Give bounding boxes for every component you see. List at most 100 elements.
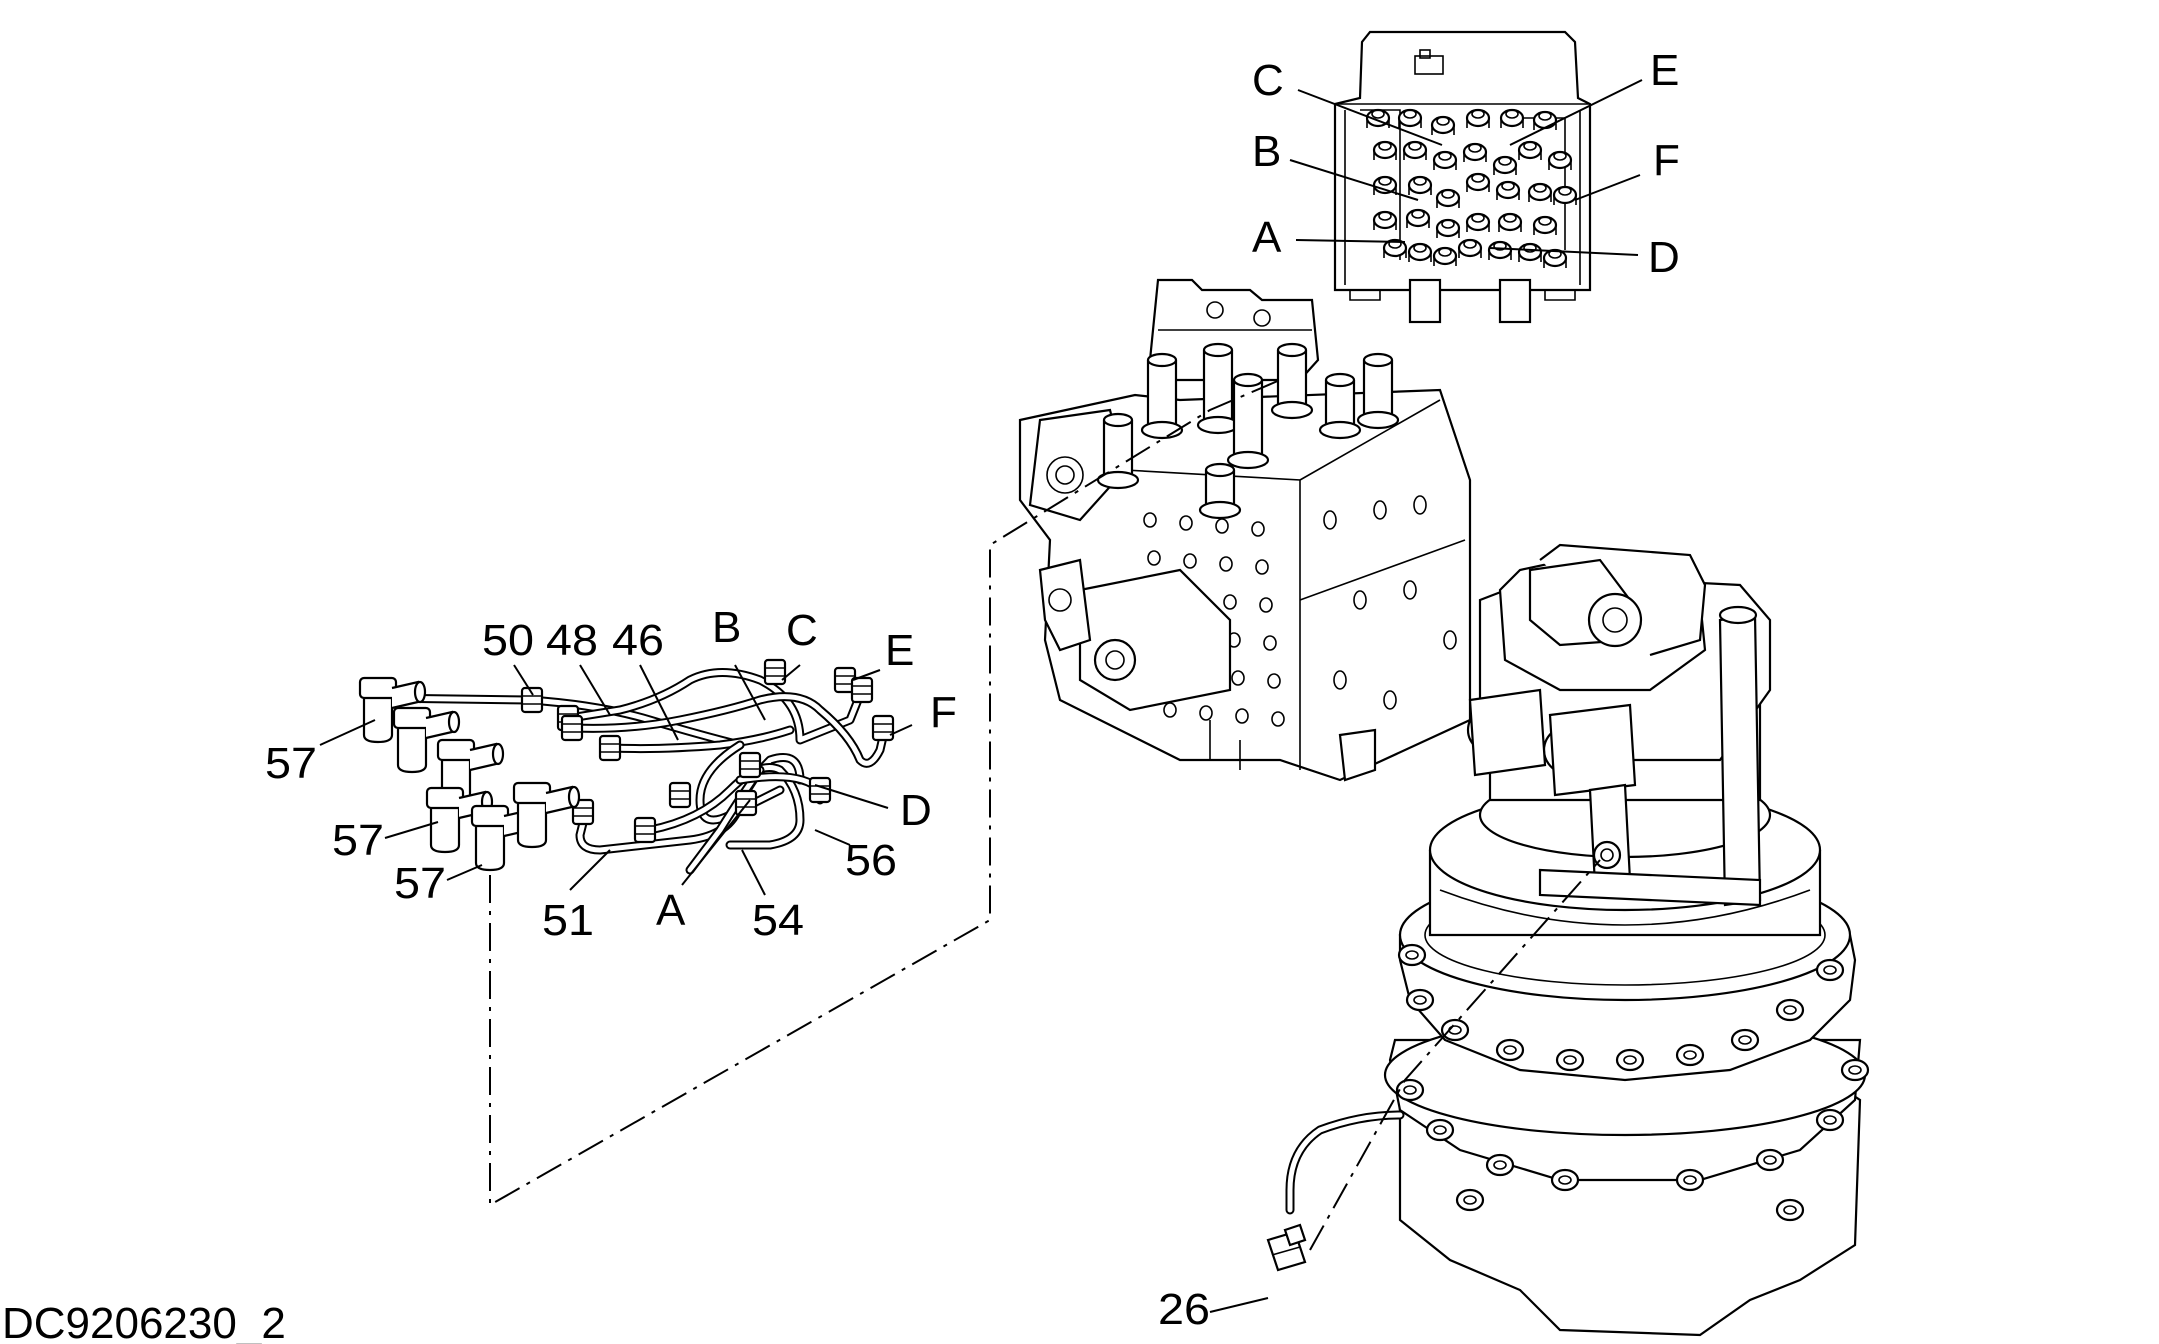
flange-bolt — [1395, 1078, 1425, 1102]
flange-bolt — [1615, 1048, 1645, 1072]
fitting-label-57-bottom: 57 — [394, 859, 446, 908]
pipe-label-54: 54 — [752, 896, 804, 945]
inset-port-fitting-body — [1496, 190, 1520, 200]
valve-spool — [1146, 360, 1178, 432]
flare-nut — [763, 658, 787, 686]
flange-bolt — [1485, 1153, 1515, 1177]
elbow-fitting-body — [516, 795, 548, 849]
inset-port-fitting-body — [1528, 192, 1552, 202]
flange-bolt — [1815, 958, 1845, 982]
flange-bolt-socket — [1403, 1085, 1417, 1095]
elbow-fitting-port — [567, 785, 581, 809]
pipe-label-48: 48 — [546, 616, 598, 665]
inset-port-fitting-cap — [1371, 109, 1385, 119]
valve-hole — [1403, 580, 1417, 600]
flare-nut — [633, 816, 657, 844]
valve-spool-base — [1096, 470, 1140, 490]
flange-bolt — [1550, 1168, 1580, 1192]
valve-spool-base — [1270, 400, 1314, 420]
valve-spool-cap — [1202, 342, 1234, 358]
flare-nut — [734, 789, 758, 817]
inset-port-fitting-body — [1383, 248, 1407, 258]
inset-port-fitting-body — [1366, 118, 1390, 128]
flare-nut-flats — [670, 790, 690, 800]
inset-port-fitting-cap — [1493, 241, 1507, 251]
flare-nut-flats — [852, 685, 872, 695]
flange-bolt — [1815, 1108, 1845, 1132]
flare-nut — [668, 781, 692, 809]
flange-bolt-socket — [1848, 1065, 1862, 1075]
inset-port-fitting-cap — [1388, 239, 1402, 249]
flange-bolt — [1675, 1043, 1705, 1067]
flare-nut-flats — [635, 825, 655, 835]
inset-port-fitting-cap — [1463, 239, 1477, 249]
flare-nut — [571, 798, 595, 826]
flare-nut-flats — [522, 695, 542, 705]
inset-port-fitting-cap — [1438, 151, 1452, 161]
fitting-label-57-top: 57 — [265, 739, 317, 788]
elbow-fitting-port — [413, 680, 427, 704]
motor-flange-bolts — [1395, 943, 1870, 1222]
inset-port-fitting-cap — [1538, 111, 1552, 121]
flare-nut — [560, 714, 584, 742]
inset-port-fitting-cap — [1503, 213, 1517, 223]
inset-port-fitting-cap — [1533, 183, 1547, 193]
inset-port-fitting-body — [1488, 250, 1512, 260]
inset-port-fitting-cap — [1438, 247, 1452, 257]
elbow-fitting-hex — [512, 781, 552, 805]
sensor-label-26: 26 — [1158, 1285, 1210, 1334]
valve-hole — [1259, 597, 1273, 613]
flange-bolt-socket — [1783, 1005, 1797, 1015]
valve-hole — [1373, 500, 1387, 520]
flange-bolt — [1730, 1028, 1760, 1052]
pilot-pipe-bore — [567, 670, 865, 743]
flange-bolt-socket — [1405, 950, 1419, 960]
inset-port-fitting-body — [1466, 182, 1490, 192]
valve-hole — [1267, 673, 1281, 689]
inset-port-fitting-body — [1403, 150, 1427, 160]
inset-port-fitting-cap — [1441, 189, 1455, 199]
flare-nut — [871, 714, 895, 742]
flange-bolt — [1775, 998, 1805, 1022]
inset-label-f: F — [1653, 136, 1680, 185]
inset-port-fitting-body — [1466, 118, 1490, 128]
flange-bolt-socket — [1463, 1195, 1477, 1205]
inset-port-fitting-cap — [1471, 173, 1485, 183]
swing-motor — [1266, 543, 1870, 1337]
inset-label-e: E — [1650, 46, 1679, 95]
elbow-fitting-body — [396, 720, 428, 774]
inset-port-fitting-cap — [1501, 181, 1515, 191]
pipe-label-f: F — [930, 688, 957, 737]
inset-port-fitting-cap — [1413, 176, 1427, 186]
inset-port-fitting-body — [1433, 160, 1457, 170]
flare-nut-flats — [562, 723, 582, 733]
inset-port-fitting-body — [1373, 220, 1397, 230]
flare-nut-flats — [740, 760, 760, 770]
valve-hole — [1223, 594, 1237, 610]
inset-port-fitting-cap — [1378, 211, 1392, 221]
inset-port-fitting-body — [1408, 185, 1432, 195]
valve-spool-cap — [1324, 372, 1356, 388]
valve-hole — [1179, 515, 1193, 531]
valve-spool-base — [1196, 415, 1240, 435]
inset-port-fitting-cap — [1498, 156, 1512, 166]
inset-port-fitting-cap — [1553, 151, 1567, 161]
inset-port-fitting-cap — [1523, 141, 1537, 151]
valve-spool-base — [1356, 410, 1400, 430]
inset-port-fitting-body — [1373, 150, 1397, 160]
inset-port-fitting-cap — [1441, 219, 1455, 229]
valve-hole — [1263, 635, 1277, 651]
flange-bolt — [1455, 1188, 1485, 1212]
inset-port-fitting-cap — [1411, 209, 1425, 219]
inset-port-fitting-cap — [1403, 109, 1417, 119]
pipe-label-b: B — [712, 603, 741, 652]
flange-bolt-socket — [1413, 995, 1427, 1005]
valve-spool-cap — [1276, 342, 1308, 358]
inset-port-fitting-cap — [1523, 243, 1537, 253]
flare-nut — [598, 734, 622, 762]
pipe-label-c: C — [786, 606, 818, 655]
inset-port-fitting-body — [1431, 125, 1455, 135]
flare-nut — [520, 686, 544, 714]
pipe-label-d: D — [900, 786, 932, 835]
flange-bolt — [1775, 1198, 1805, 1222]
